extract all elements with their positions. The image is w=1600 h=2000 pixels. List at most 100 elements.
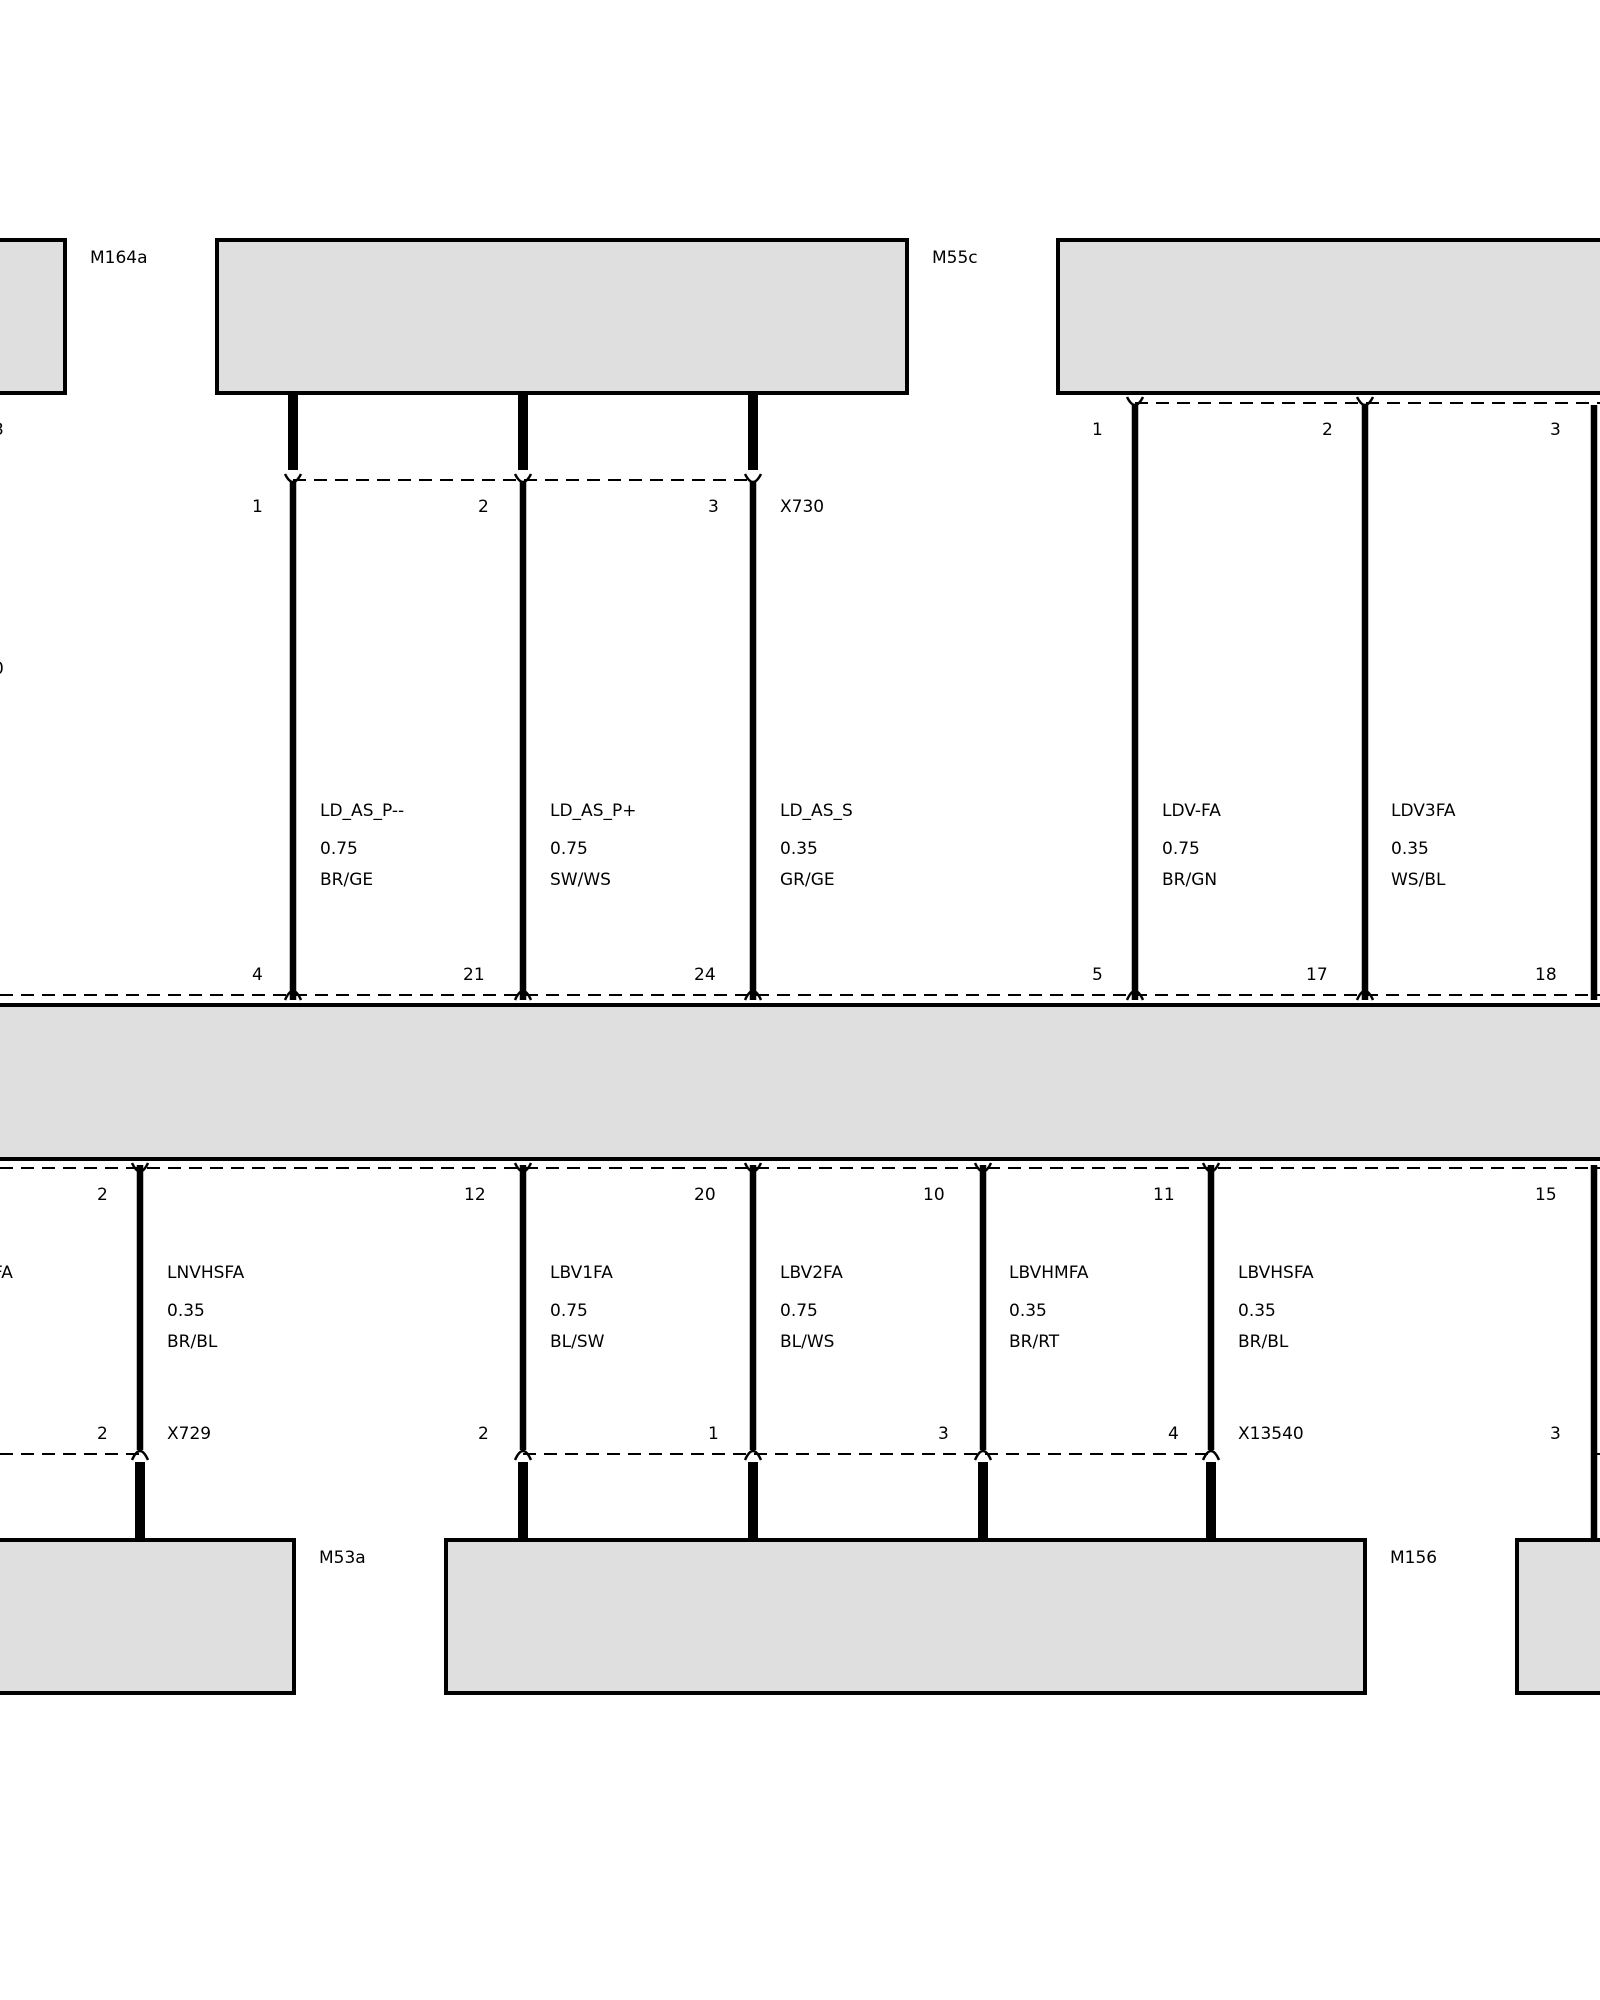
pin-hook <box>1125 989 1145 1001</box>
pin-number: 1 <box>1092 420 1103 440</box>
component-m164a-box <box>0 238 67 395</box>
wire-label-lnvhsfa: LNVHSFA 0.35 BR/BL <box>167 1263 245 1352</box>
partial-label: 0 <box>0 659 4 679</box>
connector-label-x730: X730 <box>780 497 824 517</box>
pin-hook <box>743 989 763 1001</box>
component-m55c-box <box>215 238 909 395</box>
wire-name: LNVHSFA <box>167 1263 245 1283</box>
wire-color: BR/GE <box>320 870 373 890</box>
wire-color: BL/SW <box>550 1332 605 1352</box>
wire-name: FA <box>0 1263 13 1283</box>
wire-name: LD_AS_P+ <box>550 801 636 821</box>
pin-number: 10 <box>923 1185 945 1205</box>
pin-number: 21 <box>463 965 485 985</box>
wire-name: LBVHMFA <box>1009 1263 1089 1283</box>
pin-number: 4 <box>1168 1424 1179 1444</box>
component-m156-box <box>444 1538 1367 1695</box>
wire-gauge: 0.35 <box>1009 1301 1047 1321</box>
pin-number: 2 <box>478 1424 489 1444</box>
pin-hook <box>1125 396 1145 407</box>
wire-color: WS/BL <box>1391 870 1446 890</box>
component-label-m55c: M55c <box>932 248 978 268</box>
wire-gauge: 0.75 <box>550 1301 588 1321</box>
component-m53a-box <box>0 1538 296 1695</box>
pin-number: 2 <box>97 1424 108 1444</box>
wire-color: BR/GN <box>1162 870 1217 890</box>
pin-hook <box>743 473 763 484</box>
pin-number: 1 <box>252 497 263 517</box>
wire-name: LD_AS_S <box>780 801 853 821</box>
component-label-m53a: M53a <box>319 1548 366 1568</box>
wire-name: LBV2FA <box>780 1263 843 1283</box>
wire-name: LDV3FA <box>1391 801 1456 821</box>
wire-color: BR/RT <box>1009 1332 1060 1352</box>
wire-color: BR/BL <box>1238 1332 1289 1352</box>
wire-gauge: 0.35 <box>780 839 818 859</box>
pin-number: 17 <box>1306 965 1328 985</box>
pin-hook <box>130 1162 150 1173</box>
wire-color: GR/GE <box>780 870 835 890</box>
wire-label-ld-as-p-plus: LD_AS_P+ 0.75 SW/WS <box>550 801 636 890</box>
pin-number: 2 <box>478 497 489 517</box>
wire-label-lbv1fa: LBV1FA 0.75 BL/SW <box>550 1263 613 1352</box>
connector-label-x729: X729 <box>167 1424 211 1444</box>
connector-label-x13540: X13540 <box>1238 1424 1304 1444</box>
pin-hook <box>743 1449 763 1461</box>
wire-label-ld-as-p-minus: LD_AS_P-- 0.75 BR/GE <box>320 801 404 890</box>
pin-hook <box>1355 396 1375 407</box>
wire-gauge: 0.75 <box>780 1301 818 1321</box>
pin-hook <box>513 1162 533 1173</box>
wire-label-ldv3fa: LDV3FA 0.35 WS/BL <box>1391 801 1456 890</box>
wire-gauge: 0.35 <box>167 1301 205 1321</box>
component-label-m156: M156 <box>1390 1548 1437 1568</box>
pin-hook <box>973 1449 993 1461</box>
component-right-bottom-box <box>1515 1538 1600 1695</box>
wire-gauge: 0.75 <box>550 839 588 859</box>
pin-hook <box>1201 1449 1221 1461</box>
pin-hook <box>283 989 303 1001</box>
pin-number: 20 <box>694 1185 716 1205</box>
pin-number: 3 <box>0 420 4 440</box>
pin-hook <box>513 1449 533 1461</box>
pin-hook <box>513 473 533 484</box>
pin-number: 11 <box>1153 1185 1175 1205</box>
wire-color: SW/WS <box>550 870 611 890</box>
wire-name: LD_AS_P-- <box>320 801 404 821</box>
pin-number: 2 <box>1322 420 1333 440</box>
wire-label-lbvhmfa: LBVHMFA 0.35 BR/RT <box>1009 1263 1089 1352</box>
component-right-top-box <box>1056 238 1600 395</box>
pin-hook <box>1201 1162 1221 1173</box>
wire-gauge: 0.75 <box>1162 839 1200 859</box>
pin-hook <box>743 1162 763 1173</box>
pin-hook <box>513 989 533 1001</box>
wire-gauge: 0.35 <box>1238 1301 1276 1321</box>
pin-hook <box>1355 989 1375 1001</box>
wire-name: LBV1FA <box>550 1263 613 1283</box>
pin-number: 3 <box>1550 420 1561 440</box>
pin-number: 15 <box>1535 1185 1557 1205</box>
wire-name: LBVHSFA <box>1238 1263 1314 1283</box>
wire-label-ldv-fa: LDV-FA 0.75 BR/GN <box>1162 801 1221 890</box>
pin-hook <box>130 1449 150 1461</box>
pin-number: 4 <box>252 965 263 985</box>
wire-gauge: 0.35 <box>1391 839 1429 859</box>
pin-hook <box>973 1162 993 1173</box>
pin-number: 3 <box>1550 1424 1561 1444</box>
pin-number: 3 <box>708 497 719 517</box>
pin-number: 3 <box>938 1424 949 1444</box>
component-label-m164a: M164a <box>90 248 148 268</box>
wire-label-lbv2fa: LBV2FA 0.75 BL/WS <box>780 1263 843 1352</box>
wire-color: BR/BL <box>167 1332 218 1352</box>
pin-hook <box>283 473 303 484</box>
wire-label-lbvhsfa: LBVHSFA 0.35 BR/BL <box>1238 1263 1314 1352</box>
pin-number: 5 <box>1092 965 1103 985</box>
wire-gauge: 0.75 <box>320 839 358 859</box>
pin-number: 2 <box>97 1185 108 1205</box>
pin-number: 18 <box>1535 965 1557 985</box>
wire-label-ld-as-s: LD_AS_S 0.35 GR/GE <box>780 801 853 890</box>
wire-color: BL/WS <box>780 1332 834 1352</box>
pin-number: 12 <box>464 1185 486 1205</box>
pin-number: 1 <box>708 1424 719 1444</box>
pin-number: 24 <box>694 965 716 985</box>
